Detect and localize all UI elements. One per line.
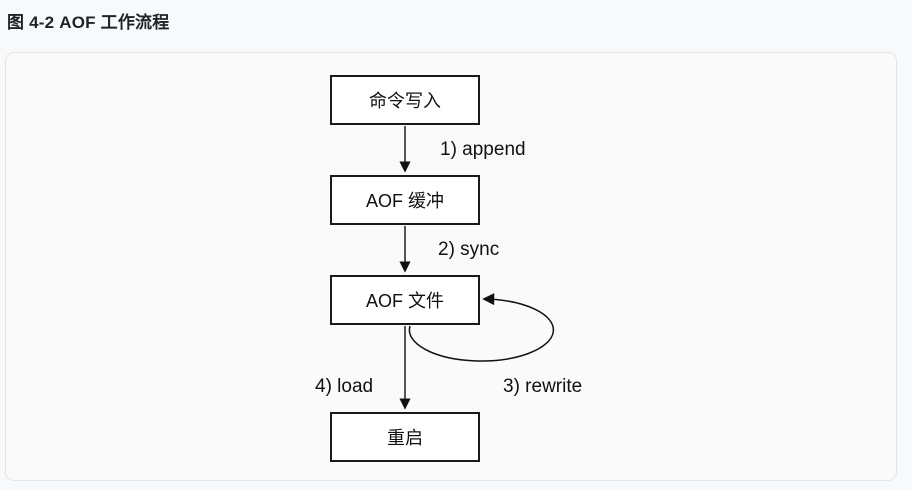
node-restart: 重启 xyxy=(330,412,480,462)
edge-label-rewrite: 3) rewrite xyxy=(503,376,583,397)
figure-caption: 图 4-2 AOF 工作流程 xyxy=(7,13,170,32)
node-command-write: 命令写入 xyxy=(330,75,480,125)
edge-label-append: 1) append xyxy=(440,139,526,160)
node-aof-buffer: AOF 缓冲 xyxy=(330,175,480,225)
edge-label-sync: 2) sync xyxy=(438,239,500,260)
edge-label-load: 4) load xyxy=(315,376,374,397)
node-aof-file: AOF 文件 xyxy=(330,275,480,325)
